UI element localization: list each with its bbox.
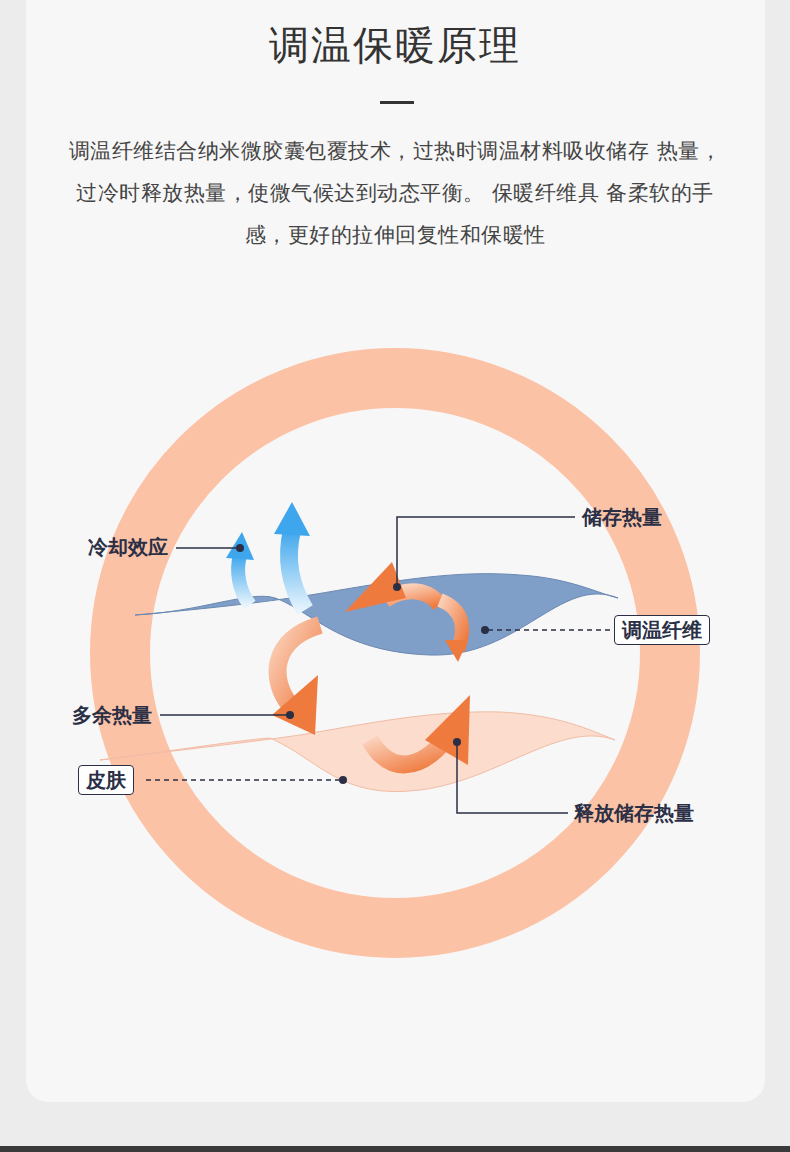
callout-label: 多余热量 xyxy=(72,703,152,727)
ring xyxy=(120,378,670,928)
leader-lines xyxy=(146,517,610,813)
heat-arrows xyxy=(272,562,470,765)
leader-dots xyxy=(236,544,489,784)
box-text: 皮肤 xyxy=(86,768,126,792)
label-box: 皮肤 xyxy=(78,765,134,795)
page-title: 调温保暖原理 xyxy=(0,18,790,72)
callout-label: 释放储存热量 xyxy=(574,801,694,825)
callout-label: 冷却效应 xyxy=(88,535,168,559)
skin-sheet xyxy=(100,712,615,792)
callout-label: 储存热量 xyxy=(582,505,662,529)
title-dash xyxy=(380,101,414,104)
label-box: 调温纤维 xyxy=(614,615,710,645)
box-text: 调温纤维 xyxy=(622,618,702,642)
cooling-arrows xyxy=(226,502,310,610)
description: 调温纤维结合纳米微胶囊包覆技术，过热时调温材料吸收储存 热量，过冷时释放热量，使… xyxy=(65,130,725,256)
bottom-bar xyxy=(0,1146,790,1152)
